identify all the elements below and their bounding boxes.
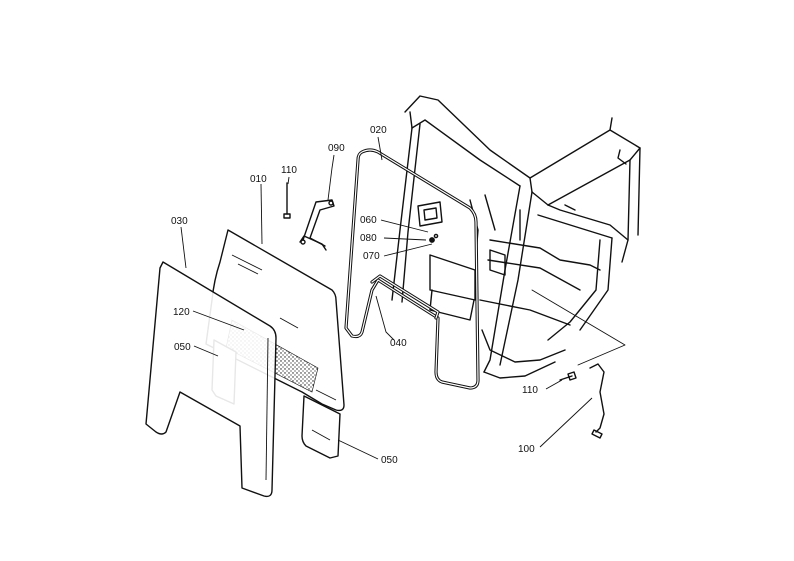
label-030: 030: [171, 216, 188, 227]
bolt-110-left: [283, 182, 291, 219]
label-060: 060: [360, 215, 377, 226]
label-050-right: 050: [381, 455, 398, 466]
label-110-right: 110: [522, 385, 538, 396]
label-020: 020: [370, 125, 387, 136]
label-110-left: 110: [281, 165, 297, 176]
label-090: 090: [328, 143, 345, 154]
part-labels: 020 090 110 010 030 060 080 070 120 040 …: [171, 125, 538, 466]
clip-assembly: [417, 201, 443, 243]
label-100: 100: [518, 444, 535, 455]
leader-lines: [180, 136, 593, 460]
label-010: 010: [250, 174, 267, 185]
front-panel-030: [145, 261, 277, 498]
seal-strip-040: [370, 274, 440, 320]
label-120: 120: [173, 307, 190, 318]
handle-bracket-090: [299, 199, 335, 251]
frame-seal-020: [344, 148, 480, 390]
lower-glass-050-right: [301, 395, 341, 459]
label-070: 070: [363, 251, 380, 262]
bolt-110-right: [559, 371, 577, 381]
label-040: 040: [390, 338, 407, 349]
label-080: 080: [360, 233, 377, 244]
rod-100: [589, 363, 605, 439]
cab-frame: [391, 95, 641, 379]
label-050-left: 050: [174, 342, 191, 353]
